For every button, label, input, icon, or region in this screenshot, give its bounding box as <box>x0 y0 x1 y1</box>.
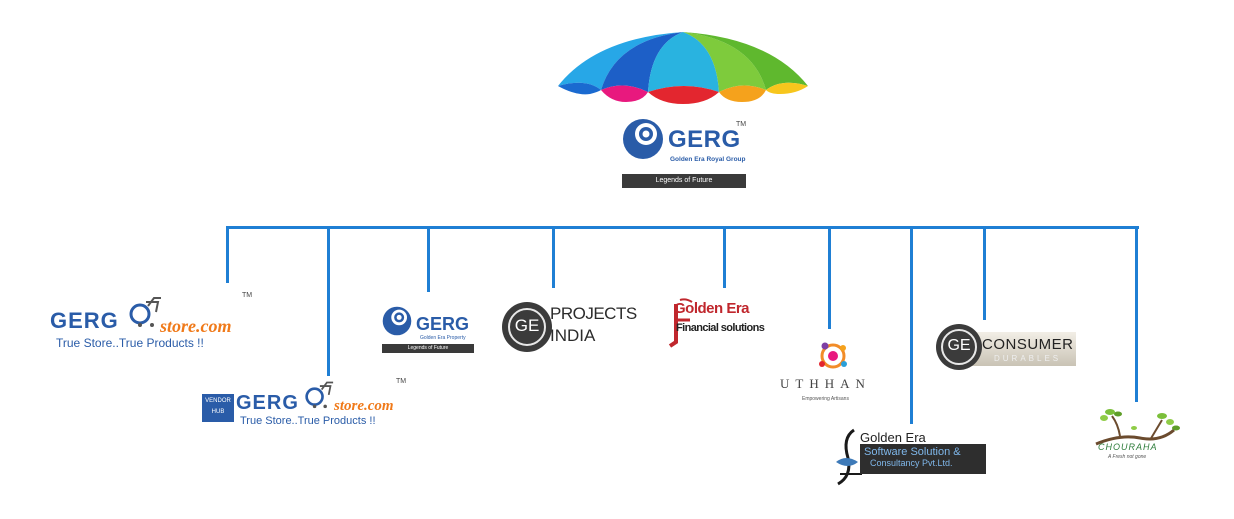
gerg-globe-icon <box>382 306 412 336</box>
ge-software-line2: Software Solution & <box>864 446 961 458</box>
connector-ge-projects <box>552 226 555 288</box>
ge-consumer-line1: CONSUMER <box>982 336 1074 353</box>
ge-software-line1: Golden Era <box>860 430 926 445</box>
ge-financial-line2: Financial solutions <box>676 322 765 334</box>
vendor-trademark: TM <box>396 378 407 385</box>
connector-vendor-hub <box>327 226 330 376</box>
software-emblem-icon <box>836 428 862 486</box>
gerg-property-logo: GERG Golden Era Property Legends of Futu… <box>382 304 478 354</box>
vendor-hub-logo: VENDOR HUB GERG store.com TM True Store.… <box>200 378 412 430</box>
property-tagline: Legends of Future <box>407 345 449 351</box>
property-full-name: Golden Era Property <box>420 335 466 341</box>
uthhan-flower-icon <box>819 342 847 369</box>
vendor-hub-badge: VENDOR HUB <box>202 394 234 422</box>
tree-branch-icon <box>1095 409 1180 446</box>
gerg-group-logo: GERG TM Golden Era Royal Group Legends o… <box>620 118 750 190</box>
connector-horizontal <box>226 226 1139 229</box>
chouraha-name: CHOURAHA <box>1098 442 1158 452</box>
shopping-cart-icon <box>129 297 161 327</box>
chouraha-tagline: A Fresh not gone <box>1108 454 1147 460</box>
gerg-trademark: TM <box>736 121 747 128</box>
connector-ge-financial <box>723 226 726 288</box>
gergstore-name-left: GERG <box>50 308 119 333</box>
connector-gerg-store <box>226 226 229 283</box>
ge-consumer-monogram-badge: GE <box>936 324 982 370</box>
vendor-name-right: store.com <box>334 398 394 414</box>
connector-chouraha <box>1135 226 1138 402</box>
ge-financial-logo: Golden Era Financial solutions <box>666 296 788 348</box>
ge-consumer-monogram: GE <box>947 337 971 354</box>
gergstore-name-right: store.com <box>160 316 232 336</box>
ge-projects-line1: PROJECTS <box>550 304 637 323</box>
uthhan-name: UTHHAN <box>780 376 871 391</box>
ge-projects-line2: INDIA <box>550 326 596 345</box>
gergstore-tagline: True Store..True Products !! <box>56 336 204 350</box>
ge-software-logo: Golden Era Software Solution & Consultan… <box>832 428 990 488</box>
connector-ge-consumer <box>983 226 986 320</box>
gerg-tagline-bar: Legends of Future <box>622 174 746 188</box>
uthhan-tagline: Empowering Artisans <box>802 396 849 402</box>
chouraha-logo: CHOURAHA A Fresh not gone <box>1090 404 1182 464</box>
vendor-name-left: GERG <box>236 392 299 414</box>
vendor-badge-bottom: HUB <box>211 409 225 415</box>
gergstore-trademark: TM <box>242 292 253 299</box>
ge-consumer-line2: DURABLES <box>994 354 1062 363</box>
vendor-badge-top: VENDOR <box>205 398 231 404</box>
vendor-tagline: True Store..True Products !! <box>240 415 376 427</box>
gerg-tagline: Legends of Future <box>655 177 713 184</box>
property-tagline-bar: Legends of Future <box>382 344 474 353</box>
gerg-globe-icon <box>623 119 663 159</box>
financial-f-emblem <box>668 298 693 348</box>
gergstore-logo: GERG store.com TM True Store..True Produ… <box>48 292 258 354</box>
ge-software-line3: Consultancy Pvt.Ltd. <box>870 458 953 468</box>
uthhan-logo: UTHHAN Empowering Artisans <box>778 340 888 408</box>
ge-software-box: Software Solution & Consultancy Pvt.Ltd. <box>860 444 986 474</box>
connector-uthhan <box>828 226 831 329</box>
gerg-full-name: Golden Era Royal Group <box>670 156 746 163</box>
ge-projects-monogram-badge: GE <box>502 302 552 352</box>
connector-ge-software <box>910 226 913 424</box>
property-brand: GERG <box>416 314 470 334</box>
ge-consumer-logo: GE CONSUMER DURABLES <box>936 324 1078 372</box>
gerg-brand: GERG <box>668 126 741 153</box>
shopping-cart-icon <box>305 381 334 409</box>
ge-financial-line1: Golden Era <box>674 300 750 317</box>
umbrella-logo <box>556 30 810 104</box>
ge-projects-logo: GE PROJECTS INDIA <box>502 302 637 356</box>
connector-gerg-property <box>427 226 430 292</box>
ge-projects-monogram: GE <box>514 316 540 335</box>
